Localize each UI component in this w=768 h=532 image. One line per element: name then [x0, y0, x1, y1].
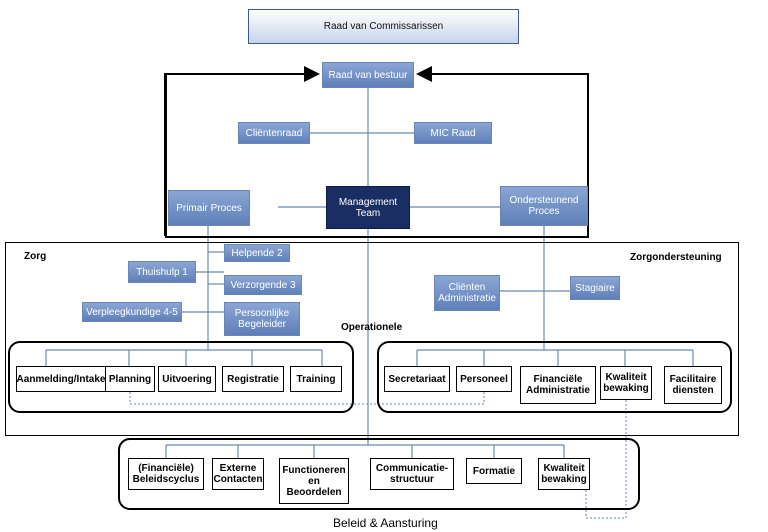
- beleid-kwaliteit-bewaking: Kwaliteit bewaking: [538, 458, 590, 490]
- process-uitvoering: Uitvoering: [158, 366, 216, 392]
- zorgondersteuning-label: Zorgondersteuning: [630, 252, 722, 263]
- beleid-beleidscyclus: (Financiële) Beleidscyclus: [128, 458, 204, 490]
- process-personeel: Personeel: [456, 366, 512, 392]
- process-kwaliteit-bewaking: Kwaliteit bewaking: [600, 366, 652, 400]
- process-financiele-administratie: Financiële Administratie: [520, 366, 596, 404]
- zorg-process-frame: [8, 341, 354, 413]
- beleid-aansturing-label: Beleid & Aansturing: [333, 516, 438, 530]
- helpende-node: Helpende 2: [224, 244, 290, 262]
- operations-frame: [5, 242, 739, 436]
- beleid-communicatiestructuur: Communicatie-structuur: [370, 458, 454, 490]
- verpleegkundige-node: Verpleegkundige 4-5: [82, 302, 182, 322]
- mic-raad-node: MIC Raad: [414, 122, 492, 144]
- raad-van-bestuur-node: Raad van bestuur: [322, 62, 414, 88]
- process-secretariaat: Secretariaat: [384, 366, 450, 392]
- zorgondersteuning-process-frame: [377, 341, 732, 413]
- persoonlijke-begeleider-node: Persoonlijke Begeleider: [224, 302, 300, 336]
- zorg-label: Zorg: [24, 251, 47, 262]
- process-training: Training: [290, 366, 342, 392]
- governance-frame: [165, 74, 589, 238]
- primair-proces-node: Primair Proces: [168, 190, 250, 226]
- verzorgende-node: Verzorgende 3: [224, 275, 302, 295]
- thuishulp-node: Thuishulp 1: [128, 261, 196, 283]
- process-facilitaire-diensten: Facilitaire diensten: [664, 366, 722, 404]
- raad-van-commissarissen-node: Raad van Commissarissen: [248, 9, 519, 44]
- management-team-node: Management Team: [326, 186, 410, 229]
- operationele-label: Operationele: [341, 322, 403, 333]
- beleid-frame: [118, 438, 640, 510]
- stagiaire-node: Stagiaire: [570, 276, 620, 300]
- beleid-functioneren-beoordelen: Functioneren en Beoordelen: [279, 458, 349, 504]
- process-registratie: Registratie: [222, 366, 284, 392]
- clientenraad-node: Cliëntenraad: [238, 122, 310, 144]
- clienten-administratie-node: Cliënten Administratie: [434, 275, 500, 311]
- process-aanmelding-intake: Aanmelding/Intake: [16, 366, 106, 392]
- beleid-formatie: Formatie: [466, 458, 522, 484]
- process-planning: Planning: [105, 366, 155, 392]
- beleid-externe-contacten: Externe Contacten: [212, 458, 264, 490]
- ondersteunend-proces-node: Ondersteunend Proces: [500, 186, 588, 226]
